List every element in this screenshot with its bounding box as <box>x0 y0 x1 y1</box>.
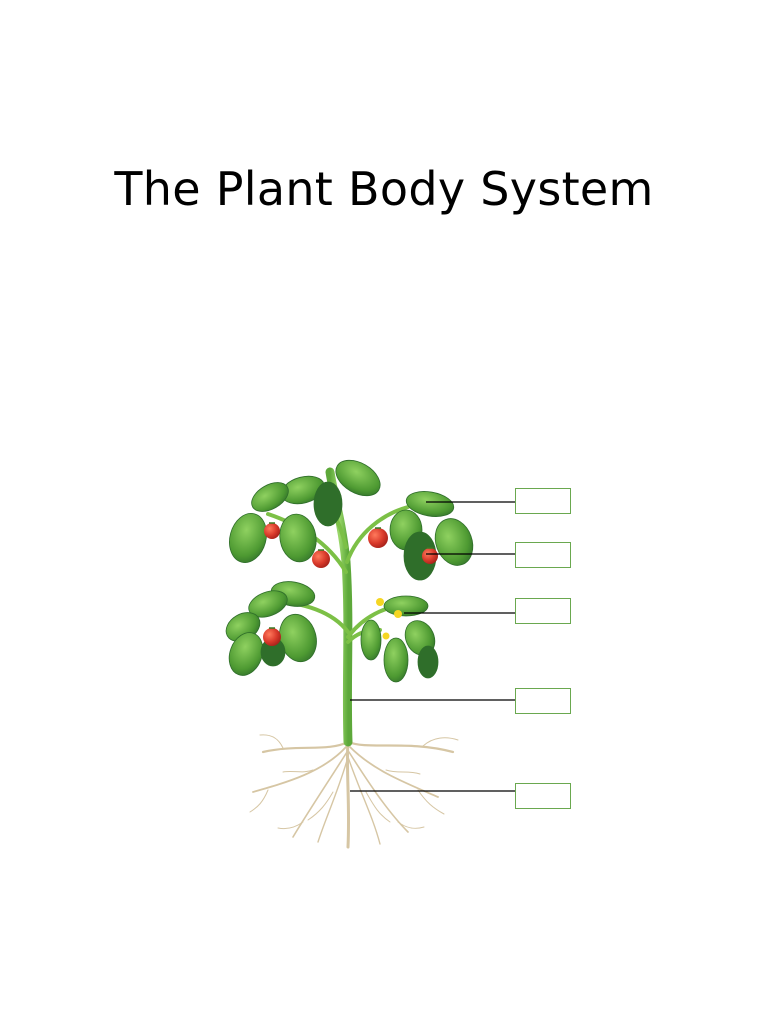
flowers <box>376 598 402 640</box>
label-box-flower[interactable] <box>515 598 571 624</box>
label-box-fruit[interactable] <box>515 542 571 568</box>
label-box-root[interactable] <box>515 783 571 809</box>
plant-diagram <box>208 452 580 852</box>
leaves <box>225 459 474 683</box>
tomatoes <box>263 523 438 646</box>
label-box-stem[interactable] <box>515 688 571 714</box>
page-title: The Plant Body System <box>114 162 654 216</box>
leader-lines <box>350 501 516 792</box>
plant-illustration <box>225 459 516 849</box>
roots <box>249 734 459 849</box>
label-box-leaf[interactable] <box>515 488 571 514</box>
